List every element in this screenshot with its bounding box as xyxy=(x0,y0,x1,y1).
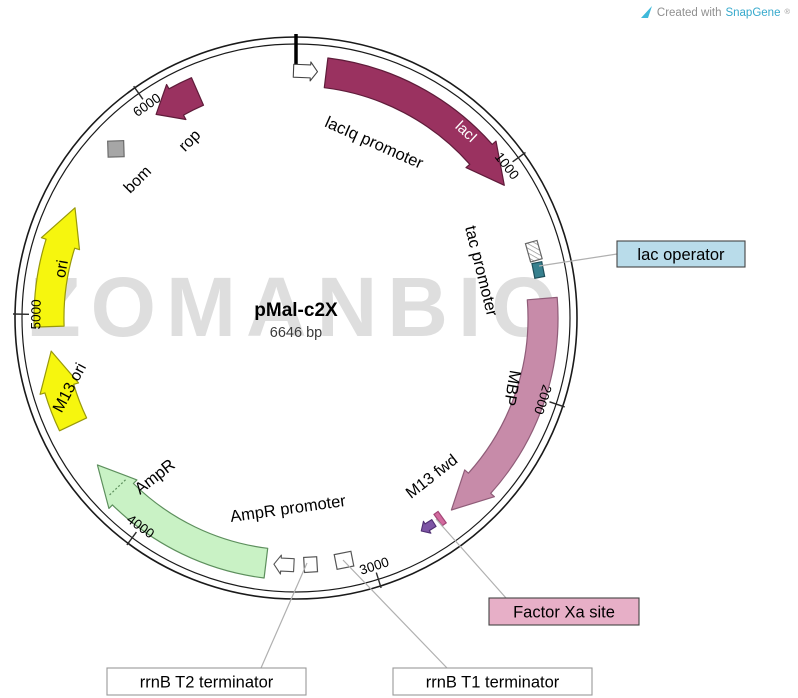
callout-leader-rrnb-t1-terminator xyxy=(342,559,448,669)
callout-box-factor-xa-site[interactable] xyxy=(488,597,640,626)
feature-label-m13-fwd: M13 fwd xyxy=(403,452,461,503)
watermark: ZOMANBIO xyxy=(29,260,566,354)
tick-1000 xyxy=(512,151,526,163)
feature-rop[interactable] xyxy=(155,77,205,121)
callout-label-rrnb-t2-terminator: rrnB T2 terminator xyxy=(140,674,274,692)
snapgene-logo-icon xyxy=(640,6,652,18)
feature-label-bom: bom xyxy=(121,163,155,197)
callout-lac-operator[interactable]: lac operator xyxy=(538,240,746,268)
tick-layer xyxy=(12,85,565,589)
feature-factor-xa-site[interactable] xyxy=(433,510,448,527)
feature-label-ori: ori xyxy=(52,259,72,279)
feature-laci[interactable] xyxy=(323,57,505,186)
feature-ampr-promoter[interactable] xyxy=(273,554,295,575)
plasmid-size: 6646 bp xyxy=(270,325,322,341)
feature-label-rop: rop xyxy=(176,127,204,155)
feature-rrnb-t2-terminator[interactable] xyxy=(303,556,319,574)
feature-m13-ori[interactable] xyxy=(39,350,88,432)
callout-leader-lac-operator xyxy=(538,253,618,267)
feature-label-ampr: AmpR xyxy=(131,456,178,498)
callout-label-lac-operator: lac operator xyxy=(637,246,725,264)
plasmid-name: pMal-c2X xyxy=(254,300,338,321)
snapgene-credit: Created with SnapGene ® xyxy=(640,6,790,19)
feature-label-ampr-promoter: AmpR promoter xyxy=(229,492,347,526)
callout-label-factor-xa-site: Factor Xa site xyxy=(513,604,615,622)
callout-leader-rrnb-t2-terminator xyxy=(260,562,308,669)
feature-ori[interactable] xyxy=(33,207,81,328)
credit-text: Created with xyxy=(656,6,722,19)
feature-mbp[interactable] xyxy=(450,296,559,511)
callout-box-rrnb-t1-terminator[interactable] xyxy=(392,667,593,696)
tick-label-5000: 5000 xyxy=(28,299,44,329)
feature-bom[interactable] xyxy=(107,140,125,158)
callout-leader-factor-xa-site xyxy=(435,518,507,599)
credit-registered-mark: ® xyxy=(784,7,790,16)
callout-rrnb-t2-terminator[interactable]: rrnB T2 terminator xyxy=(106,562,308,696)
callout-rrnb-t1-terminator[interactable]: rrnB T1 terminator xyxy=(342,559,593,696)
feature-m13-fwd[interactable] xyxy=(418,517,438,537)
tick-2000 xyxy=(549,401,565,408)
tick-4000 xyxy=(126,531,137,546)
feature-laciq-promoter-arrow[interactable] xyxy=(292,61,319,82)
feature-lac-operator[interactable] xyxy=(531,260,546,280)
callout-label-rrnb-t1-terminator: rrnB T1 terminator xyxy=(426,674,560,692)
feature-label-laciq-promoter: lacIq promoter xyxy=(322,113,426,173)
callout-box-rrnb-t2-terminator[interactable] xyxy=(106,667,307,696)
tick-6000 xyxy=(133,85,144,100)
feature-divider-ampr xyxy=(107,479,126,497)
callout-factor-xa-site[interactable]: Factor Xa site xyxy=(435,518,640,626)
tick-label-3000: 3000 xyxy=(358,554,391,578)
credit-brand: SnapGene xyxy=(725,6,781,19)
feature-layer xyxy=(33,57,559,579)
feature-ampr[interactable] xyxy=(96,464,269,579)
feature-label-mbp: MBP xyxy=(500,369,524,407)
callout-box-lac-operator[interactable] xyxy=(616,240,746,268)
tick-3000 xyxy=(375,572,382,589)
feature-tac-promoter[interactable] xyxy=(524,239,543,263)
